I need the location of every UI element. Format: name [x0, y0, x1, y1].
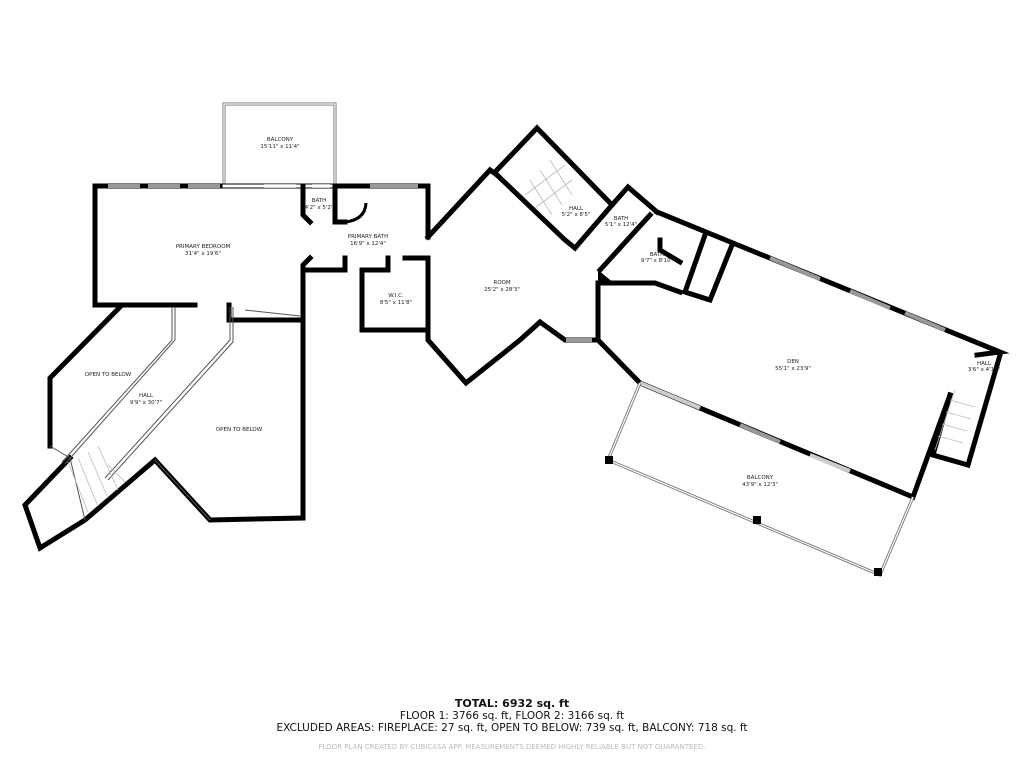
svg-text:43'9" x 12'3": 43'9" x 12'3": [742, 482, 778, 488]
label-bath-3: BATH 9'7" x 8'10": [641, 252, 673, 264]
label-open-below-1: OPEN TO BELOW: [85, 372, 132, 378]
svg-text:W.I.C.: W.I.C.: [388, 293, 404, 299]
label-balcony-bottom: BALCONY 43'9" x 12'3": [742, 475, 778, 488]
walls-center: [424, 124, 736, 387]
svg-text:31'4" x 19'6": 31'4" x 19'6": [185, 251, 221, 257]
walls-primary-suite: [92, 183, 431, 333]
label-hall-right: HALL 3'6" x 4'11": [968, 361, 1000, 373]
svg-text:25'2" x 28'3": 25'2" x 28'3": [484, 287, 520, 293]
total-area: TOTAL: 6932 sq. ft: [454, 697, 570, 710]
excluded-areas: EXCLUDED AREAS: FIREPLACE: 27 sq. ft, OP…: [276, 722, 748, 734]
svg-text:16'9" x 12'4": 16'9" x 12'4": [350, 241, 386, 247]
label-primary-bath: PRIMARY BATH 16'9" x 12'4": [348, 234, 388, 247]
label-den: DEN 55'1" x 23'9": [775, 359, 811, 372]
label-bath-2: BATH 5'1" x 12'4": [605, 216, 637, 228]
label-hall-left: HALL 9'9" x 30'7": [130, 393, 162, 406]
svg-text:BATH: BATH: [312, 198, 327, 204]
svg-text:ROOM: ROOM: [493, 280, 510, 286]
svg-text:BATH: BATH: [614, 216, 629, 222]
svg-text:HALL: HALL: [139, 393, 154, 399]
label-wic: W.I.C. 8'5" x 11'8": [380, 293, 412, 306]
svg-text:55'1" x 23'9": 55'1" x 23'9": [775, 366, 811, 372]
svg-text:8'5" x 11'8": 8'5" x 11'8": [380, 300, 412, 306]
svg-text:HALL: HALL: [977, 361, 992, 367]
svg-text:9'7" x 8'10": 9'7" x 8'10": [641, 258, 673, 264]
svg-text:PRIMARY BEDROOM: PRIMARY BEDROOM: [176, 244, 231, 250]
svg-text:4'2" x 5'2": 4'2" x 5'2": [305, 205, 334, 211]
label-hall-top: HALL 5'2" x 8'5": [562, 206, 591, 218]
floor-plan: BALCONY 15'11" x 11'4" PRIMARY BEDROOM 3…: [22, 102, 1010, 577]
svg-text:DEN: DEN: [787, 359, 799, 365]
label-balcony-top: BALCONY 15'11" x 11'4": [260, 137, 299, 150]
label-bath-small: BATH 4'2" x 5'2": [305, 198, 334, 211]
label-primary-bedroom: PRIMARY BEDROOM 31'4" x 19'6": [176, 244, 231, 257]
walls-left-wing: [22, 267, 306, 552]
svg-text:3'6" x 4'11": 3'6" x 4'11": [968, 367, 1000, 373]
svg-text:9'9" x 30'7": 9'9" x 30'7": [130, 400, 162, 406]
svg-text:5'1" x 12'4": 5'1" x 12'4": [605, 222, 637, 228]
svg-text:BALCONY: BALCONY: [747, 475, 774, 481]
walls-den: [595, 208, 1010, 577]
svg-text:5'2" x 8'5": 5'2" x 8'5": [562, 212, 591, 218]
label-open-below-2: OPEN TO BELOW: [216, 427, 263, 433]
disclaimer: FLOOR PLAN CREATED BY CUBICASA APP. MEAS…: [318, 743, 706, 751]
svg-text:15'11" x 11'4": 15'11" x 11'4": [260, 144, 299, 150]
balcony-top-outline: [222, 102, 337, 185]
svg-text:HALL: HALL: [569, 206, 584, 212]
svg-text:PRIMARY BATH: PRIMARY BATH: [348, 234, 388, 240]
floor-areas: FLOOR 1: 3766 sq. ft, FLOOR 2: 3166 sq. …: [399, 710, 625, 722]
svg-text:BALCONY: BALCONY: [267, 137, 294, 143]
label-room: ROOM 25'2" x 28'3": [484, 280, 520, 293]
svg-text:BATH: BATH: [650, 252, 665, 258]
